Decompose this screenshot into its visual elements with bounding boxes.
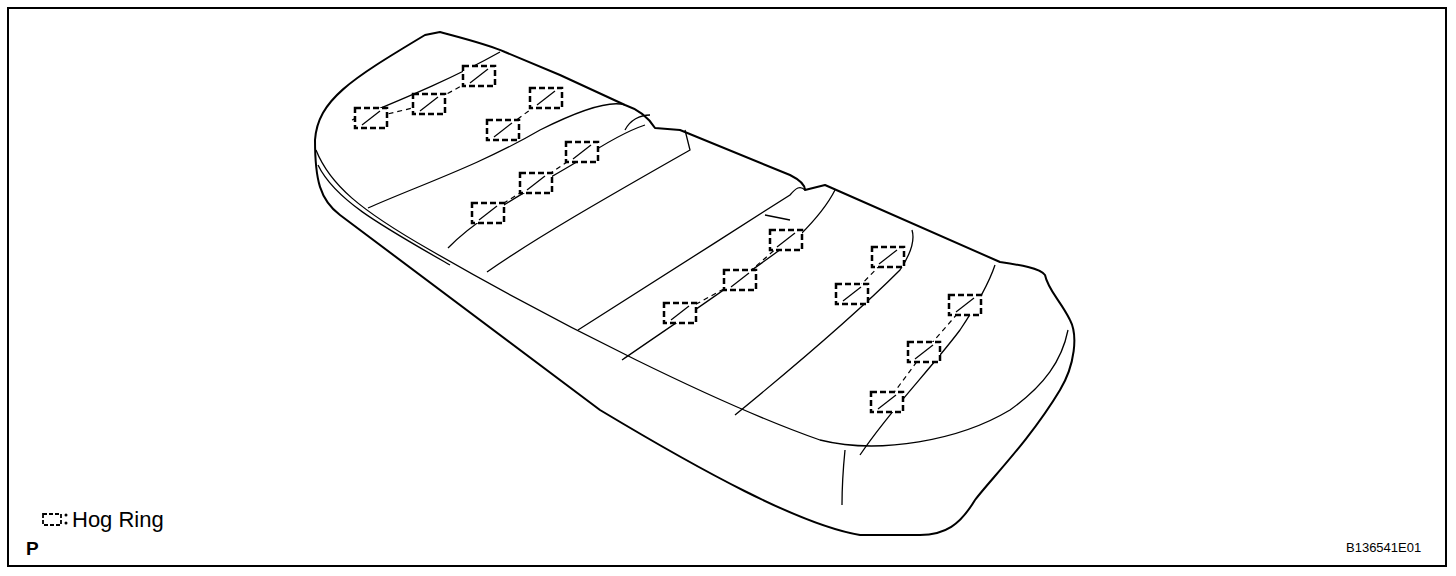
hog-ring-lines xyxy=(371,76,965,402)
page-marker: P xyxy=(26,539,39,558)
seam-lines xyxy=(316,52,1068,505)
frame xyxy=(8,8,1446,566)
legend-hog-ring-sample xyxy=(43,514,68,526)
figure-code: B136541E01 xyxy=(1346,541,1421,554)
seat-outline xyxy=(315,32,1074,535)
legend-text: Hog Ring xyxy=(72,509,164,531)
